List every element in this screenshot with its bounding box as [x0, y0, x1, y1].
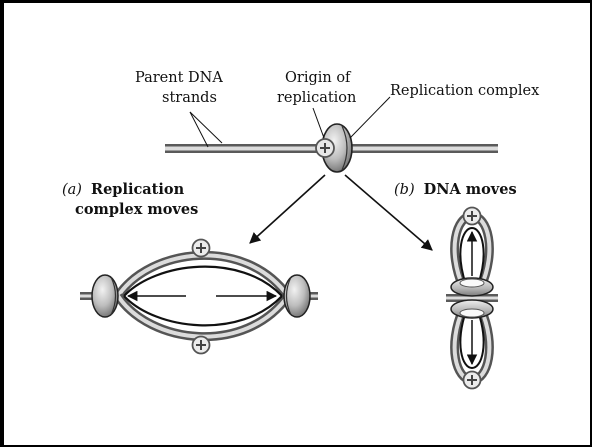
origin-plus-icon-lower [193, 337, 210, 354]
parent-dna-label: Parent DNA strands [135, 70, 227, 106]
replication-complex-ring-upper [451, 278, 493, 296]
panel-b-title: (b) DNA moves [394, 181, 517, 198]
origin-plus-icon-top [464, 208, 481, 225]
origin-of-replication-label: Origin of replication [277, 70, 356, 106]
replication-complex-left [92, 275, 118, 317]
panel-a-subtitle: complex moves [75, 201, 198, 218]
replication-complex-ring-lower [451, 300, 493, 318]
origin-plus-icon-upper [193, 240, 210, 257]
replication-complex-right [284, 275, 310, 317]
panel-a-title: (a) Replication [62, 181, 185, 198]
origin-plus-icon-bottom [464, 372, 481, 389]
origin-plus-icon [316, 139, 334, 157]
replication-complex-label: Replication complex [390, 83, 539, 99]
